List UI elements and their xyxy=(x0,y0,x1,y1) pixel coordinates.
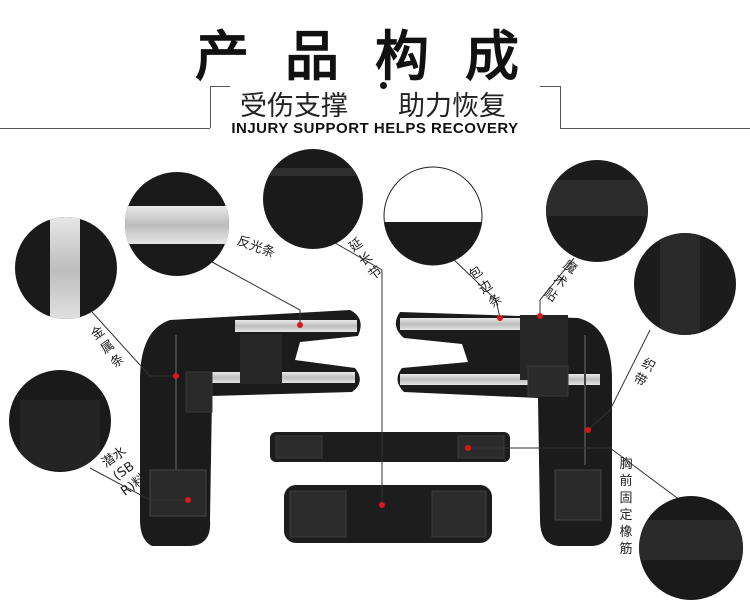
header-rule-left-vertical xyxy=(210,86,211,128)
detail-circle-elastic xyxy=(639,496,743,600)
subtitle-helps-recovery: 助力恢复 xyxy=(398,91,506,122)
detail-circle-extension xyxy=(263,149,363,249)
separator-dot xyxy=(380,82,387,89)
chest-strap xyxy=(270,432,510,462)
detail-circle-wrap xyxy=(383,166,483,266)
header-rule-right xyxy=(560,128,750,129)
label-chest-elastic: 胸前固定橡筋 xyxy=(619,457,633,557)
subtitle-english: INJURY SUPPORT HELPS RECOVERY xyxy=(231,120,519,137)
left-brace xyxy=(140,310,361,546)
header-rule-left-top xyxy=(210,86,230,87)
header-rule-right-vertical xyxy=(560,86,561,128)
detail-circle-sbr xyxy=(9,370,111,472)
right-brace xyxy=(395,312,612,546)
detail-circle-webbing xyxy=(634,233,736,335)
detail-circle-velcro xyxy=(546,160,648,262)
right-reflective-strip-lower xyxy=(400,374,600,385)
header-rule-left xyxy=(0,128,210,129)
subtitle-injury-support: 受伤支撑 xyxy=(240,91,348,122)
callout-markers xyxy=(173,313,591,508)
detail-circle-reflective xyxy=(125,172,229,276)
left-reflective-strip-upper xyxy=(235,320,357,332)
header-rule-right-top xyxy=(540,86,560,87)
leader-lines xyxy=(89,239,681,505)
extension-pad xyxy=(284,485,492,543)
page-title: 产品构成 xyxy=(195,25,555,88)
right-reflective-strip-upper xyxy=(400,318,525,330)
detail-circle-metal xyxy=(15,217,117,319)
